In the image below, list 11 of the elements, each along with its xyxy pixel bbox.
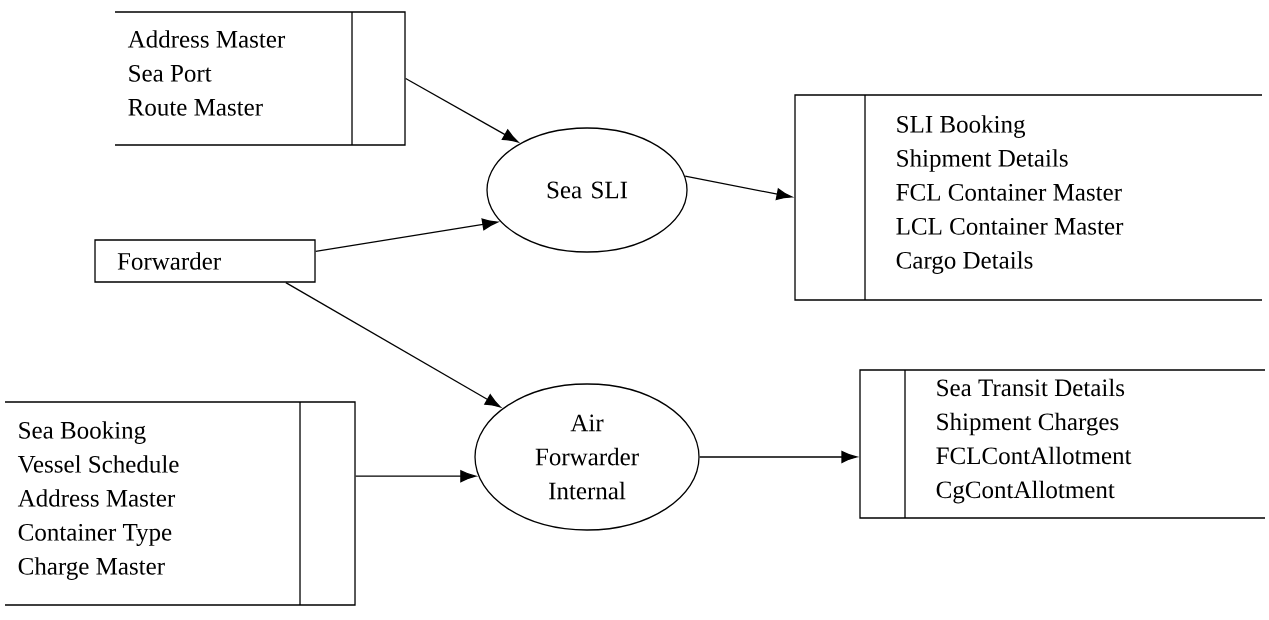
arrow: [405, 77, 519, 143]
entity-box: Forwarder: [94, 239, 316, 283]
arrow: [684, 175, 793, 201]
arrow: [699, 450, 858, 464]
data-store: Sea Booking Vessel Schedule Address Master Container Type Charge Master: [4, 401, 356, 606]
arrow: [315, 218, 499, 252]
arrow: [355, 470, 477, 483]
data-store: Sea Transit Details Shipment Charges FCLContAllotment CgContAllotment: [859, 369, 1266, 519]
data-store: SLI Booking Shipment Details FCL Container Master LCL Container Master Cargo Details: [794, 94, 1263, 301]
data-store: Address Master Sea Port Route Master: [114, 11, 406, 146]
arrow: [285, 282, 501, 408]
